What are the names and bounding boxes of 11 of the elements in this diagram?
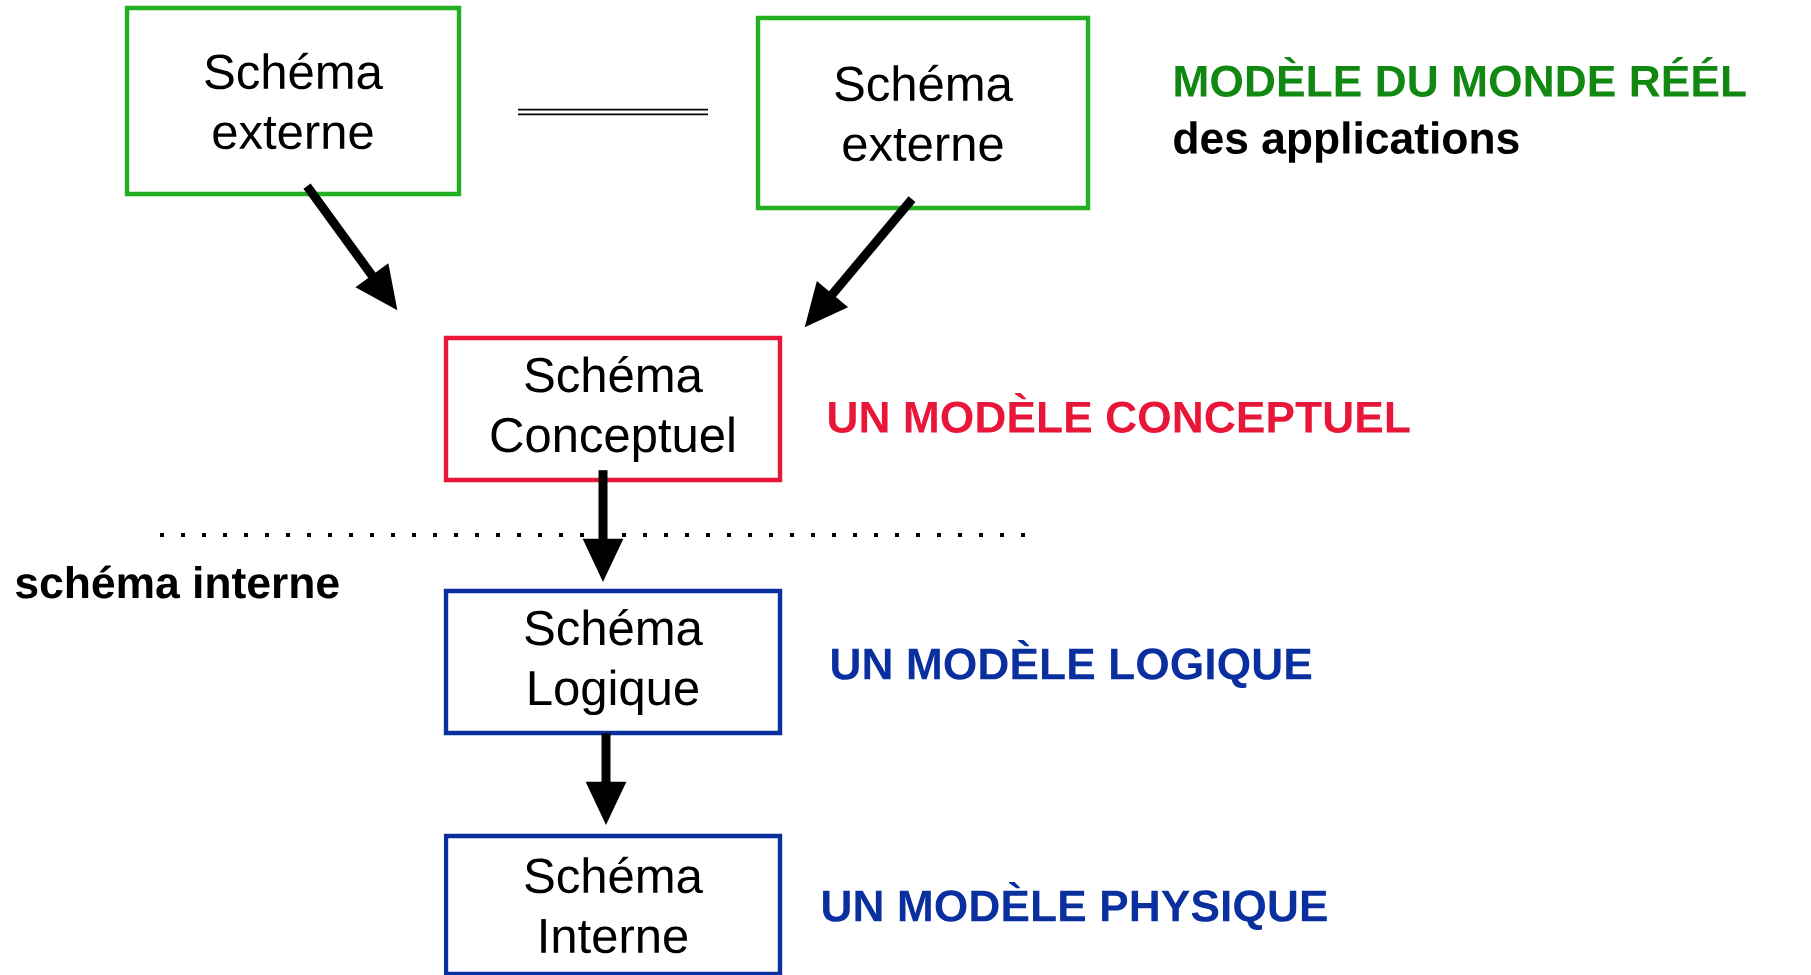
subheading-text: des applications: [1174, 121, 1519, 163]
level-label: UN MODÈLE CONCEPTUEL: [829, 393, 1410, 433]
schema-box: Schéma externe: [124, 5, 462, 197]
schema-box: Schéma Interne: [443, 833, 783, 975]
level-label: UN MODÈLE PHYSIQUE: [823, 881, 1327, 930]
level-label: UN MODÈLE LOGIQUE: [832, 639, 1312, 688]
schema-box: Schéma Logique: [443, 588, 783, 736]
schema-box: Schéma externe: [755, 15, 1091, 211]
section-label: schéma interne: [16, 565, 339, 599]
heading-text: MODÈLE DU MONDE RÉÉL: [1175, 57, 1746, 97]
schema-box: Schéma Conceptuel: [443, 335, 783, 483]
